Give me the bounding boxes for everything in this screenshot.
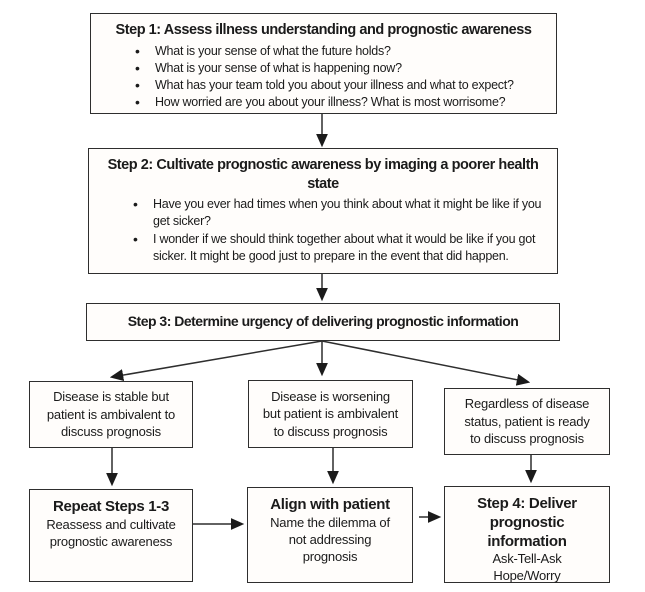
branch-ready-box: Regardless of disease status, patient is… xyxy=(444,388,610,455)
step2-bullet-list: Have you ever had times when you think a… xyxy=(99,195,547,266)
action-align-body: Name the dilemma of not addressing progn… xyxy=(270,515,390,566)
step3-box: Step 3: Determine urgency of delivering … xyxy=(86,303,560,341)
action-body-line: Reassess and cultivate xyxy=(46,516,176,532)
branch-line: to discuss prognosis xyxy=(273,423,388,439)
step1-title: Step 1: Assess illness understanding and… xyxy=(115,22,532,38)
step2-box: Step 2: Cultivate prognostic awareness b… xyxy=(88,148,558,274)
branch-stable-box: Disease is stable but patient is ambival… xyxy=(29,381,193,448)
bullet-item: What is your sense of what is happening … xyxy=(129,59,542,79)
step1-box: Step 1: Assess illness understanding and… xyxy=(90,13,557,114)
action-step4-body: Ask-Tell-Ask Hope/Worry xyxy=(492,551,561,585)
action-body-line: Hope/Worry xyxy=(493,568,561,584)
action-body-line: not addressing xyxy=(288,531,372,547)
bullet-item: What has your team told you about your i… xyxy=(129,76,542,96)
branch-line: patient is ambivalent to xyxy=(46,406,176,422)
bullet-item: What is your sense of what the future ho… xyxy=(129,42,542,62)
bullet-item: I wonder if we should think together abo… xyxy=(127,230,543,266)
bullet-item: How worried are you about your illness? … xyxy=(129,93,542,113)
action-align-title: Align with patient xyxy=(270,496,390,513)
branch-worsening-box: Disease is worsening but patient is ambi… xyxy=(248,380,413,448)
action-body-line: prognostic awareness xyxy=(49,533,173,549)
action-align-box: Align with patient Name the dilemma of n… xyxy=(247,487,413,583)
action-body-line: prognosis xyxy=(302,548,358,564)
action-repeat-body: Reassess and cultivate prognostic awaren… xyxy=(46,517,175,551)
bullet-item: Have you ever had times when you think a… xyxy=(127,195,543,231)
branch-line: but patient is ambivalent xyxy=(262,406,399,422)
branch-line: discuss prognosis xyxy=(61,424,161,440)
action-body-line: Ask-Tell-Ask xyxy=(492,551,562,567)
step2-title: Step 2: Cultivate prognostic awareness b… xyxy=(107,157,539,192)
branch-line: Disease is stable but xyxy=(53,389,169,405)
action-repeat-title: Repeat Steps 1-3 xyxy=(52,498,170,515)
branch-line: Regardless of disease xyxy=(464,396,590,412)
action-body-line: Name the dilemma of xyxy=(270,514,390,530)
arrow-step3-to-branch-stable xyxy=(109,340,323,382)
action-step4-box: Step 4: Deliver prognostic information A… xyxy=(444,486,610,583)
action-step4-title: Step 4: Deliver prognostic information xyxy=(477,495,577,550)
arrow-step3-to-branch-ready xyxy=(321,340,531,386)
branch-line: to discuss prognosis xyxy=(470,431,584,447)
branch-line: status, patient is ready xyxy=(464,413,590,429)
step1-bullet-list: What is your sense of what the future ho… xyxy=(101,42,546,113)
action-repeat-box: Repeat Steps 1-3 Reassess and cultivate … xyxy=(29,489,193,582)
branch-line: Disease is worsening xyxy=(271,388,390,404)
step3-title: Step 3: Determine urgency of delivering … xyxy=(127,313,519,330)
